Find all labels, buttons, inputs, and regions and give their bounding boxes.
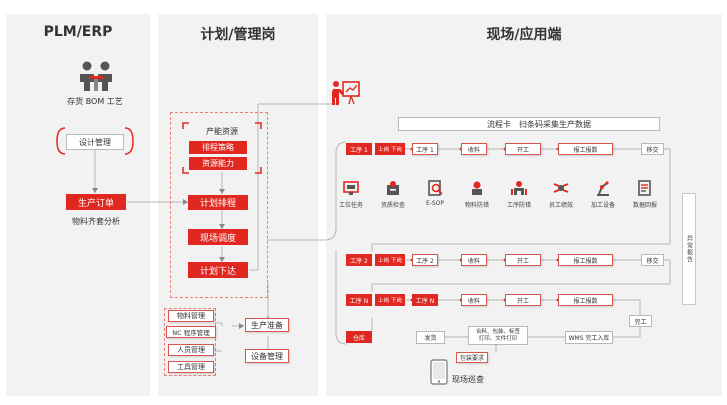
scan-collect-label: 扫条码采集生产数据 xyxy=(519,119,591,129)
row2-handover-box: 移交 xyxy=(641,254,664,266)
app-label-process-errorproof: 工序防错 xyxy=(506,202,531,209)
design-bracket xyxy=(56,127,134,155)
material-analysis-label: 物料齐套分析 xyxy=(72,217,120,226)
rowN-onoff-box: 上岗 下岗 xyxy=(375,294,405,306)
row2-start-box: 开工 xyxy=(505,254,541,266)
capacity-resource-label: 产能资源 xyxy=(206,127,238,136)
tool-management-box: 工具管理 xyxy=(168,361,214,373)
machine-equipment-icon xyxy=(597,181,609,196)
flow-card-label: 流程卡 xyxy=(487,119,511,129)
field-title: 现场/应用端 xyxy=(486,27,562,43)
row1-handover-box: 移交 xyxy=(641,143,664,155)
flow-card-bar: 流程卡 扫条码采集生产数据 xyxy=(398,117,660,131)
equipment-management-box: 设备管理 xyxy=(245,349,289,363)
rowN-report-box: 报工报数 xyxy=(558,294,613,306)
row1-proc2-box: 工序 1 xyxy=(412,143,438,155)
rowN-proc-box: 工序 N xyxy=(346,294,372,306)
rowN-complete-box: 完工 xyxy=(629,315,652,327)
row1-start-box: 开工 xyxy=(505,143,541,155)
row2-proc-box: 工序 2 xyxy=(346,254,372,266)
field-dispatch-box: 现场调度 xyxy=(188,229,248,245)
presenter-board-icon xyxy=(332,81,360,105)
production-order-box: 生产订单 xyxy=(66,194,126,210)
row1-recv-box: 收料 xyxy=(461,143,487,155)
plm-erp-title: PLM/ERP xyxy=(43,24,113,40)
ship-box: 发货 xyxy=(416,331,445,344)
exception-report-bar: 异常报告 xyxy=(682,193,696,305)
material-management-box: 物料管理 xyxy=(168,310,214,322)
qualification-check-icon xyxy=(387,181,399,195)
rowN-recv-box: 收料 xyxy=(461,294,487,306)
tablet-icon xyxy=(430,359,448,385)
planning-dashed-frame xyxy=(170,112,268,298)
scheduling-strategy-box: 排程策略 xyxy=(189,141,247,154)
production-prep-box: 生产准备 xyxy=(245,318,289,332)
staff-performance-icon xyxy=(553,183,569,193)
app-label-material-errorproof: 物料防错 xyxy=(464,202,489,209)
app-label-workstation-task: 工位任务 xyxy=(338,202,363,209)
data-report-icon xyxy=(638,180,651,196)
row2-recv-box: 收料 xyxy=(461,254,487,266)
capacity-bracket xyxy=(182,122,262,174)
plan-release-box: 计划下达 xyxy=(188,262,248,278)
warehouse-box: 仓库 xyxy=(346,331,372,343)
nc-program-management-box: NC 程序管理 xyxy=(166,326,216,338)
app-label-qualification-check: 资质检查 xyxy=(380,202,405,209)
process-errorproof-icon xyxy=(511,181,527,195)
resource-group-frame xyxy=(164,308,216,376)
plan-scheduling-box: 计划排程 xyxy=(188,195,248,210)
app-label-staff-performance: 员工绩效 xyxy=(548,202,573,209)
row1-report-box: 报工报数 xyxy=(558,143,613,155)
row2-onoff-box: 上岗 下岗 xyxy=(375,254,405,266)
pack-print-line1: 合料、包装、标签 xyxy=(475,328,520,335)
material-errorproof-icon xyxy=(472,181,482,195)
row1-proc-box: 工序 1 xyxy=(346,143,372,155)
row2-report-box: 报工报数 xyxy=(558,254,613,266)
stock-bom-label: 存货 BOM 工艺 xyxy=(67,97,123,106)
plan-title: 计划/管理岗 xyxy=(200,27,276,43)
pack-requirement-box: 包装要求 xyxy=(456,352,488,363)
exception-report-label: 异常报告 xyxy=(685,235,693,263)
field-patrol-label: 现场巡查 xyxy=(452,375,484,384)
pack-print-box: 合料、包装、标签 打印、文件打印 xyxy=(468,326,528,345)
app-label-data-report: 数据回报 xyxy=(632,202,657,209)
pack-print-line2: 打印、文件打印 xyxy=(478,335,518,342)
personnel-management-box: 人员管理 xyxy=(168,344,214,356)
row2-proc2-box: 工序 2 xyxy=(412,254,438,266)
wms-complete-box: WMS 完工入库 xyxy=(565,331,613,344)
esop-icon xyxy=(428,180,443,196)
row1-onoff-box: 上岗 下岗 xyxy=(375,143,405,155)
workstation-task-icon xyxy=(343,181,359,195)
rowN-start-box: 开工 xyxy=(505,294,541,306)
rowN-proc2-box: 工序 N xyxy=(412,294,438,306)
design-management-box: 设计管理 xyxy=(66,134,124,150)
person-at-desk-icon xyxy=(80,61,112,91)
app-label-esop: E-SOP xyxy=(425,200,445,207)
resource-capability-box: 资源能力 xyxy=(189,157,247,170)
app-label-machine-equipment: 加工设备 xyxy=(590,202,615,209)
